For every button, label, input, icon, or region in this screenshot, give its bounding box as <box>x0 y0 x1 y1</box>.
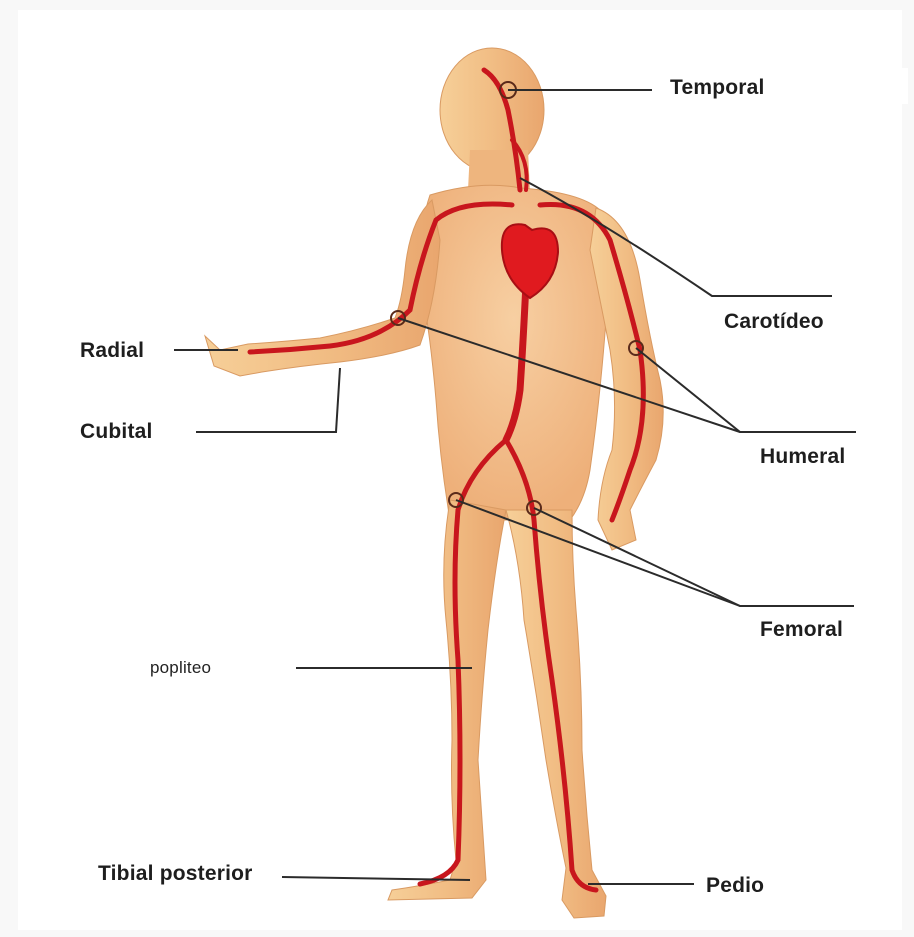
label-tibial-posterior: Tibial posterior <box>98 862 253 886</box>
label-radial: Radial <box>80 339 144 363</box>
leader-femoral-2 <box>534 508 854 606</box>
leader-humeral-2 <box>636 348 856 432</box>
blank-box-temporal <box>790 68 908 104</box>
label-temporal: Temporal <box>670 76 765 100</box>
label-carotideo: Carotídeo <box>724 310 824 334</box>
label-cubital: Cubital <box>80 420 153 444</box>
leg-right <box>388 500 506 900</box>
human-body <box>205 48 663 918</box>
label-pedio: Pedio <box>706 874 764 898</box>
leader-cubital <box>196 368 340 432</box>
label-humeral: Humeral <box>760 445 845 469</box>
label-femoral: Femoral <box>760 618 843 642</box>
extended-arm <box>205 200 440 376</box>
label-popliteo: popliteo <box>150 658 211 678</box>
